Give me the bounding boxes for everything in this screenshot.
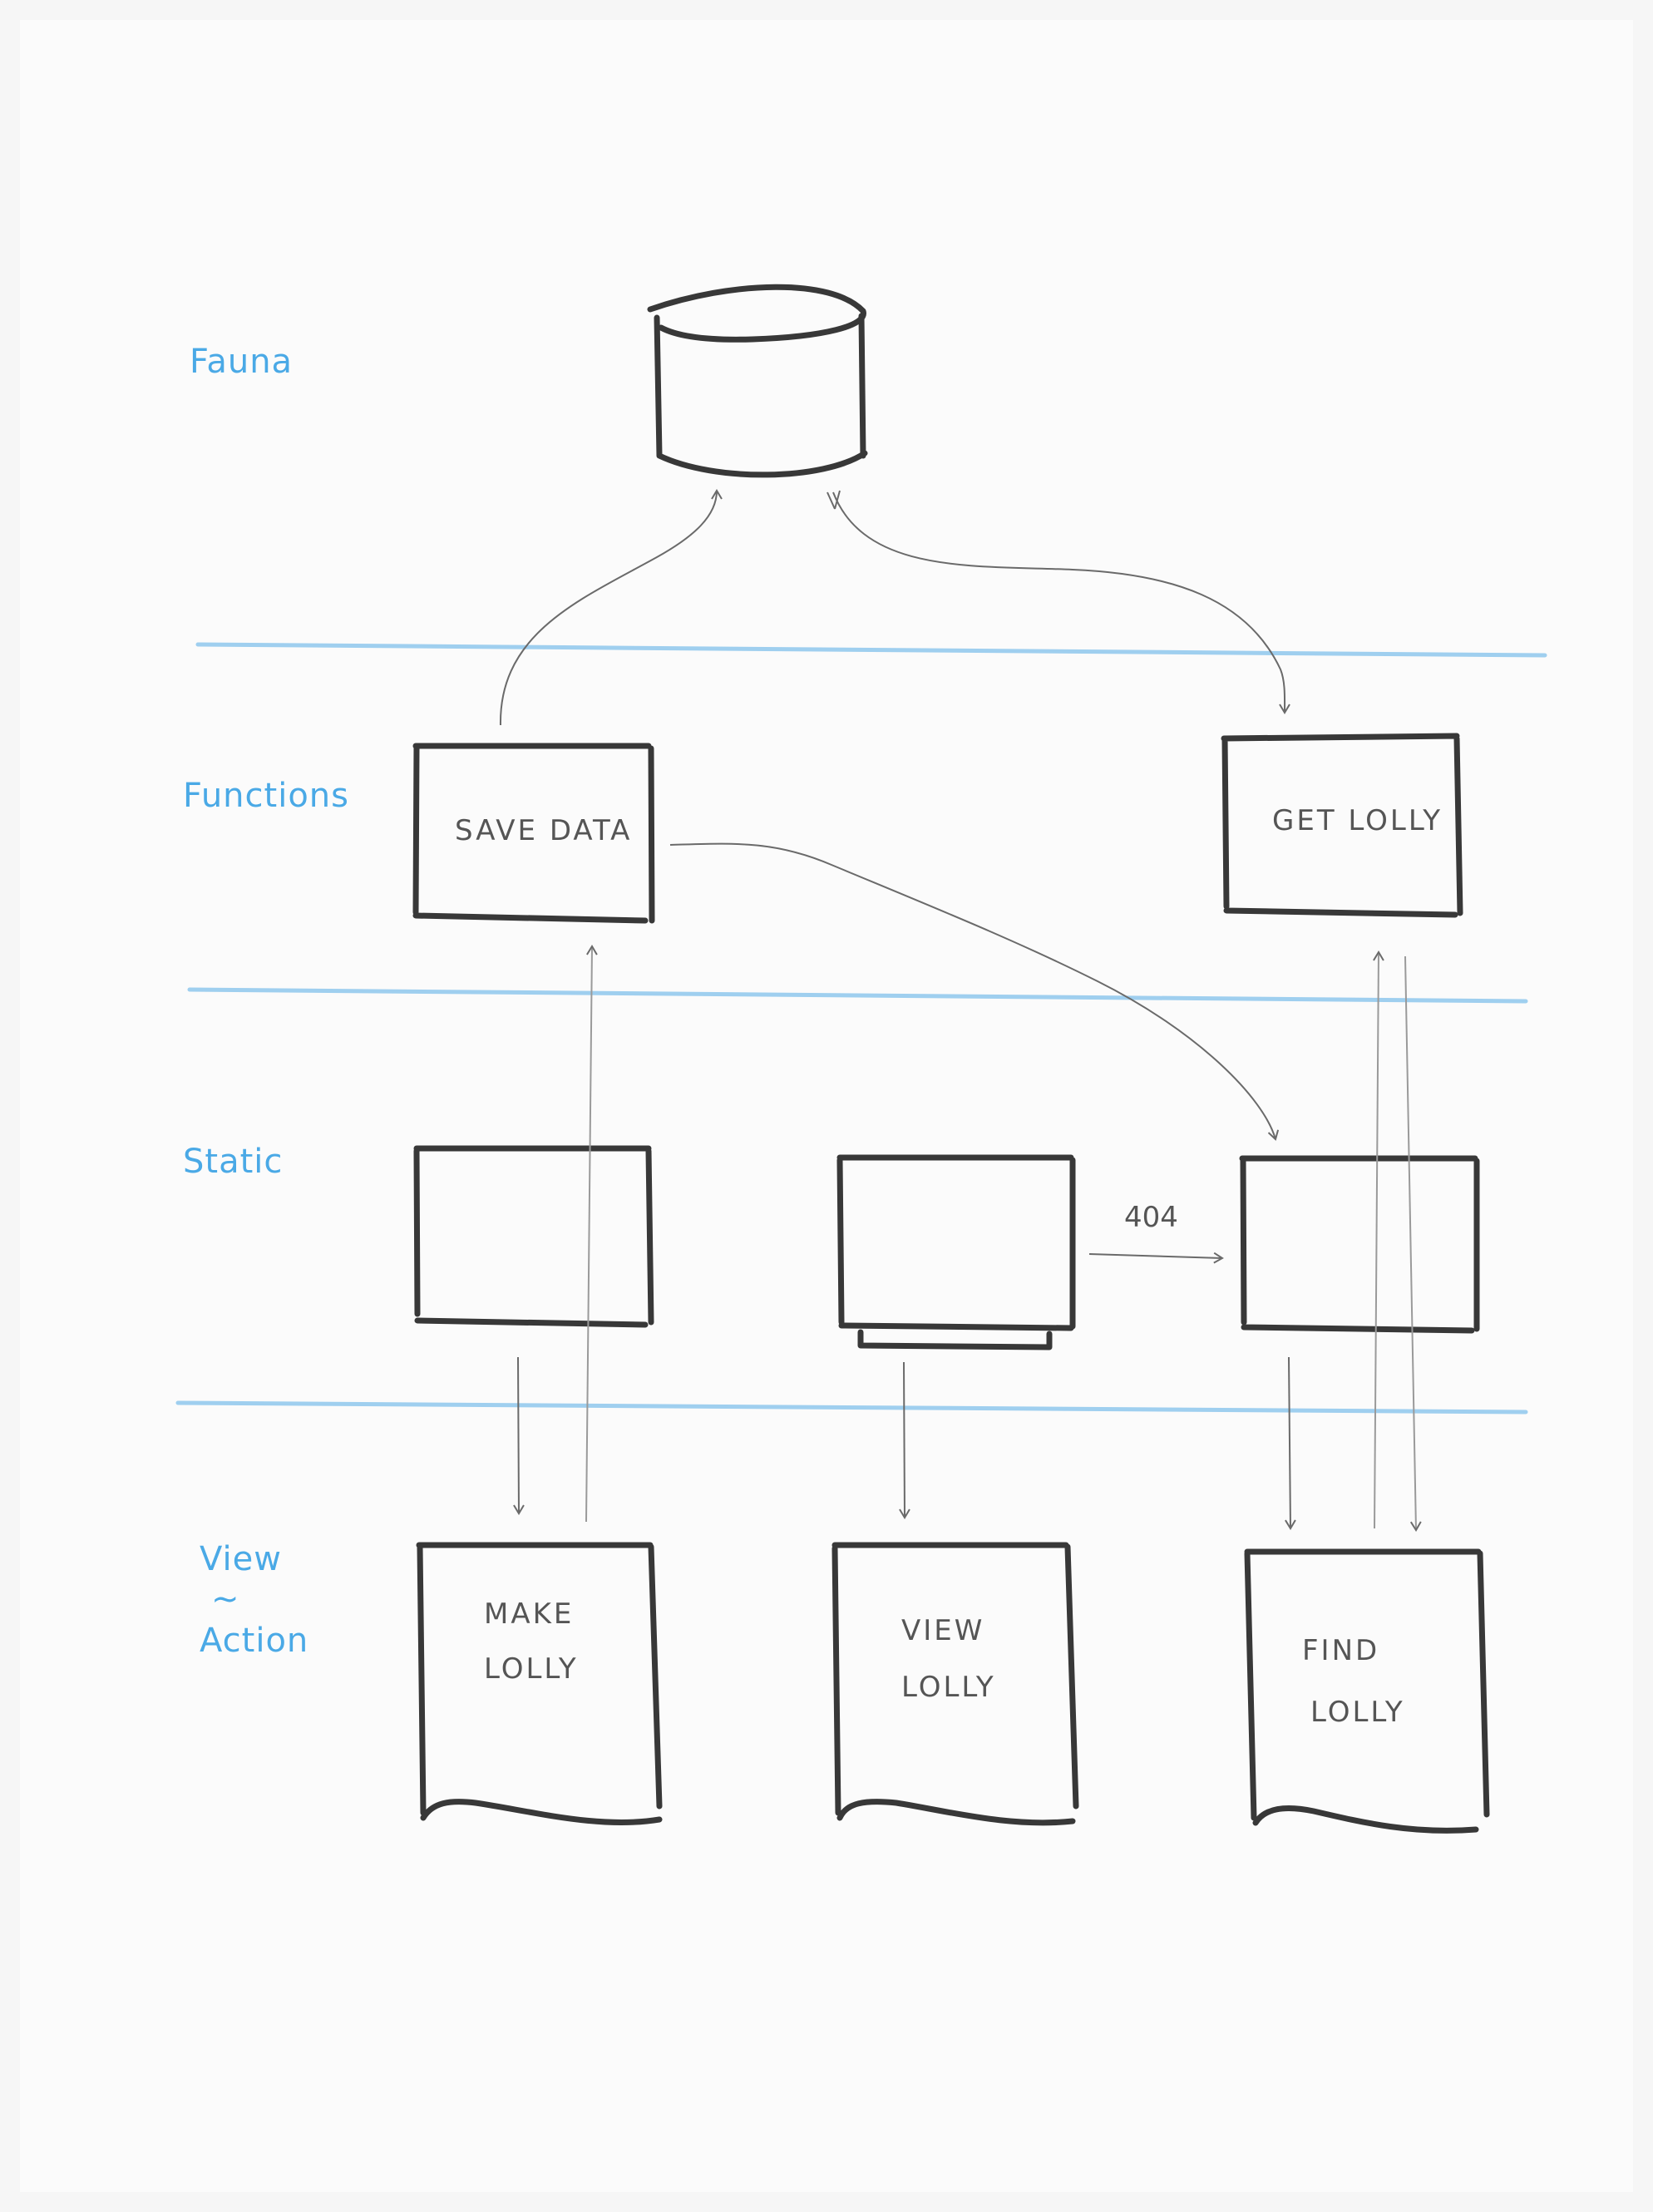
- static-box-find: [1239, 1155, 1480, 1334]
- arrow-make-to-save: [585, 945, 598, 1523]
- database-cylinder: [647, 284, 868, 478]
- whiteboard-sheet: [20, 20, 1633, 2192]
- arrow-static-to-make: [513, 1356, 525, 1515]
- find-lolly-line2: LOLLY: [1310, 1696, 1405, 1729]
- arrow-get-to-find: [1404, 955, 1422, 1532]
- lane-label-functions: Functions: [183, 777, 349, 815]
- static-box-make: [413, 1145, 654, 1328]
- arrow-static-to-find: [1285, 1356, 1296, 1530]
- view-doc-view-lolly: VIEW LOLLY: [831, 1542, 1079, 1826]
- view-lolly-line1: VIEW: [901, 1614, 984, 1647]
- lane-label-action: Action: [200, 1622, 308, 1660]
- lane-divider-functions-static: [187, 987, 1528, 1004]
- view-doc-make-lolly: MAKE LOLLY: [416, 1542, 663, 1825]
- arrow-get-lolly-db: [832, 491, 1290, 714]
- lane-label-static: Static: [183, 1143, 283, 1181]
- lane-label-separator: ~: [211, 1580, 240, 1618]
- save-data-label: SAVE DATA: [455, 814, 632, 847]
- arrow-save-to-find-static: [669, 842, 1280, 1141]
- make-lolly-line2: LOLLY: [484, 1652, 579, 1686]
- lane-divider-fauna-functions: [195, 642, 1547, 658]
- arrow-save-to-db: [499, 489, 723, 726]
- static-box-view-stack: [836, 1154, 1076, 1350]
- arrowhead-db-return: [826, 490, 841, 510]
- get-lolly-label: GET LOLLY: [1272, 804, 1443, 837]
- lane-label-fauna: Fauna: [190, 343, 293, 381]
- get-lolly-box: GET LOLLY: [1221, 733, 1463, 918]
- make-lolly-line1: MAKE: [484, 1597, 574, 1631]
- not-found-label: 404: [1124, 1201, 1178, 1234]
- arrow-find-to-get: [1373, 950, 1384, 1529]
- lane-label-view: View: [200, 1540, 282, 1578]
- save-data-box: SAVE DATA: [412, 743, 655, 924]
- find-lolly-line1: FIND: [1302, 1634, 1379, 1667]
- view-doc-find-lolly: FIND LOLLY: [1244, 1548, 1490, 1834]
- view-lolly-line2: LOLLY: [901, 1671, 996, 1704]
- arrow-404-redirect: [1088, 1252, 1224, 1264]
- lane-divider-static-view: [175, 1400, 1528, 1415]
- arrow-static-to-view: [899, 1361, 910, 1519]
